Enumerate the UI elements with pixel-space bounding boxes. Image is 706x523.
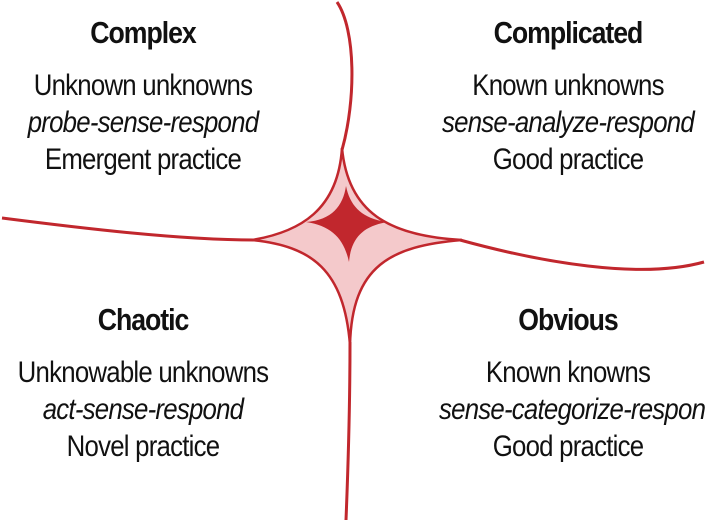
boundary-bottom [344, 341, 352, 521]
quadrant-knowledge: Unknown unknowns [33, 69, 253, 102]
quadrant-practice: Novel practice [66, 430, 220, 463]
boundary-top [335, 1, 354, 151]
quadrant-complex: Complex Unknown unknowns probe-sense-res… [0, 15, 293, 178]
quadrant-title: Complex [90, 15, 196, 50]
quadrant-practice: Emergent practice [44, 143, 242, 176]
quadrant-approach: probe-sense-respond [27, 106, 259, 139]
quadrant-approach: sense-analyze-respond [442, 106, 695, 139]
quadrant-approach: act-sense-respond [42, 393, 244, 426]
quadrant-chaotic: Chaotic Unknowable unknowns act-sense-re… [0, 302, 293, 465]
disorder-center-star [306, 186, 388, 262]
boundary-left [1, 216, 255, 242]
quadrant-title: Complicated [493, 15, 644, 50]
quadrant-practice: Good practice [492, 430, 644, 463]
quadrant-knowledge: Known knowns [485, 356, 651, 389]
quadrant-obvious: Obvious Known knowns sense-categorize-re… [418, 302, 706, 465]
quadrant-title: Obvious [518, 302, 618, 337]
boundary-right [459, 238, 705, 271]
quadrant-complicated: Complicated Known unknowns sense-analyze… [418, 15, 706, 178]
quadrant-practice: Good practice [492, 143, 644, 176]
quadrant-approach: sense-categorize-respond [439, 393, 706, 426]
quadrant-title: Chaotic [97, 302, 190, 337]
quadrant-knowledge: Known unknowns [472, 69, 664, 102]
quadrant-knowledge: Unknowable unknowns [17, 356, 269, 389]
